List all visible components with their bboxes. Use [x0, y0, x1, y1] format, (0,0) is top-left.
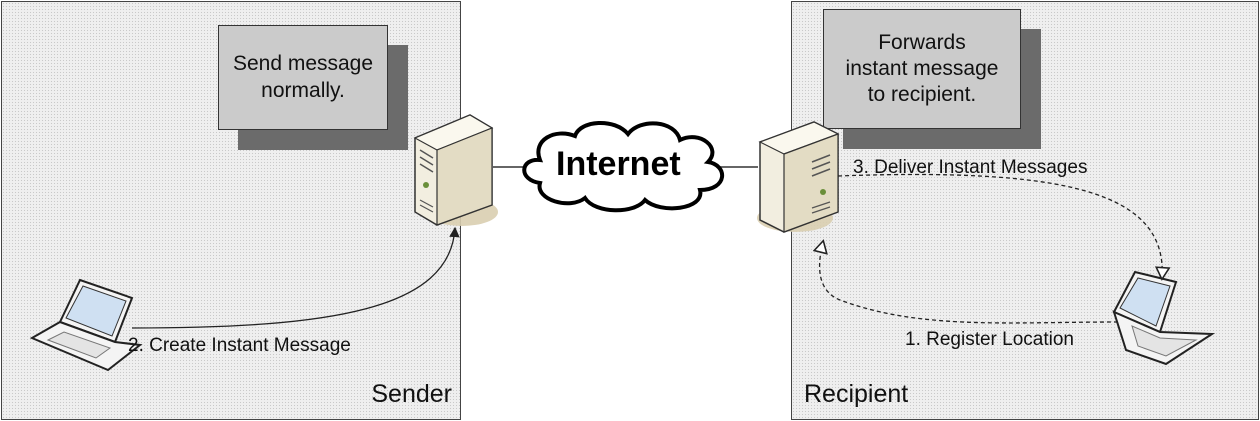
recipient-laptop-icon	[1112, 270, 1216, 366]
step-deliver-label: 3. Deliver Instant Messages	[853, 157, 1088, 178]
cloud-icon	[522, 120, 725, 213]
recipient-server-note: Forwards instant message to recipient.	[823, 9, 1021, 129]
sender-server-note-text: Send message normally.	[232, 52, 374, 102]
step-create-label: 2. Create Instant Message	[128, 335, 351, 356]
recipient-zone-label: Recipient	[804, 380, 909, 408]
internet-cloud-label: Internet	[556, 145, 681, 183]
recipient-server-note-text: Forwards instant message to recipient.	[845, 30, 999, 107]
deliver-messages-arrow	[837, 173, 1162, 278]
sender-laptop-icon	[29, 278, 143, 372]
sender-server-note: Send message normally.	[218, 25, 388, 130]
register-location-arrow	[820, 242, 1119, 324]
step-register-label: 1. Register Location	[905, 329, 1074, 350]
sender-server-icon	[413, 114, 498, 226]
recipient-server-icon	[757, 121, 840, 233]
sender-zone-label: Sender	[371, 380, 452, 408]
create-message-arrow	[131, 226, 460, 329]
